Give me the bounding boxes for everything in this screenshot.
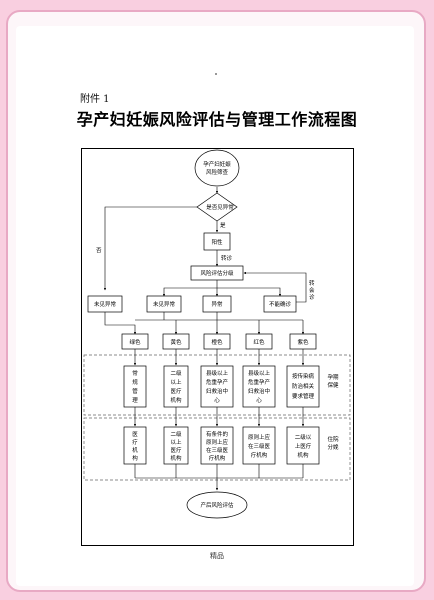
- category-box: [146, 295, 182, 313]
- management-text: 危重孕产: [206, 378, 229, 386]
- delivery-text: 以上: [170, 438, 182, 446]
- delivery-box: [200, 426, 234, 465]
- delivery-text: 在三级医: [206, 446, 229, 454]
- management-text: 危重孕产: [248, 378, 271, 386]
- page-dot: [215, 73, 217, 75]
- start-node: [194, 149, 240, 187]
- assessment-label: 风险评估分级: [200, 269, 234, 277]
- management-text: 妇救治中: [248, 387, 270, 395]
- management-text: 管: [132, 387, 138, 395]
- management-text: 心: [256, 397, 262, 404]
- management-text: 理: [132, 397, 138, 404]
- management-text: 机构: [170, 396, 182, 404]
- refer-label: 转诊: [221, 254, 233, 262]
- end-label: 产后风险评估: [200, 501, 234, 509]
- color-label: 紫色: [297, 338, 309, 346]
- management-box: [123, 365, 147, 408]
- delivery-text: 二级: [170, 430, 182, 438]
- delivery-text: 疗机构: [251, 451, 268, 459]
- category-box: [202, 295, 232, 313]
- reassess-label: 转: [309, 279, 315, 287]
- category-box: [87, 295, 123, 313]
- management-box: [200, 365, 234, 408]
- section-label-delivery: 住院: [327, 435, 339, 443]
- color-label: 绿色: [129, 338, 141, 346]
- start-label-line: 风险筛查: [206, 168, 229, 176]
- delivery-text: 构: [132, 454, 138, 462]
- management-text: 规: [132, 378, 138, 386]
- positive-node: [203, 232, 231, 251]
- delivery-text: 原则上应: [248, 433, 271, 441]
- assessment-node: [190, 265, 244, 281]
- section-label-pregnancy: 保健: [327, 381, 339, 389]
- color-label: 黄色: [170, 338, 182, 346]
- management-text: 医疗: [170, 387, 182, 395]
- delivery-text: 疗机构: [209, 454, 226, 462]
- delivery-row: 医 疗 机 构 二级 以上 医疗 机构 有条件的 原则上应 在三级医 疗机构 原…: [123, 426, 320, 465]
- end-node: [186, 491, 248, 519]
- management-text: 县级以上: [248, 369, 271, 377]
- management-text: 妇救治中: [206, 387, 228, 395]
- management-text: 二级: [170, 369, 182, 377]
- management-text: 按传染病: [292, 372, 315, 380]
- start-label-line: 孕产妇妊娠: [203, 160, 231, 168]
- delivery-text: 在三级医: [248, 442, 271, 450]
- color-box: [162, 333, 190, 350]
- reassess-label: 会: [309, 286, 315, 294]
- connectors: [103, 187, 307, 491]
- page-title: 孕产妇妊娠风险评估与管理工作流程图: [76, 110, 358, 129]
- delivery-text: 上医疗: [295, 442, 312, 450]
- delivery-text: 有条件的: [206, 430, 229, 438]
- delivery-text: 疗: [132, 438, 138, 446]
- category-label: 未见异常: [153, 300, 176, 308]
- color-box: [121, 333, 149, 350]
- management-text: 要求管理: [292, 392, 315, 400]
- reassess-label: 诊: [309, 293, 315, 301]
- yes-label: 是: [220, 222, 226, 229]
- category-label: 异常: [211, 300, 223, 308]
- delivery-box: [163, 426, 189, 465]
- page-footer: 精品: [210, 552, 224, 560]
- color-box: [289, 333, 317, 350]
- management-box: [286, 365, 320, 408]
- color-box: [245, 333, 273, 350]
- delivery-text: 医: [132, 431, 138, 438]
- management-text: 以上: [170, 378, 182, 386]
- positive-label: 阳性: [211, 238, 223, 246]
- delivery-text: 机: [132, 446, 138, 454]
- delivery-box: [123, 426, 147, 465]
- delivery-text: 机构: [297, 451, 309, 459]
- management-text: 县级以上: [206, 369, 229, 377]
- management-box: [163, 365, 189, 408]
- category-row: 未见异常 未见异常 异常 不能确诊: [87, 295, 297, 313]
- section-label-pregnancy: 孕期: [327, 374, 339, 381]
- delivery-box: [286, 426, 320, 465]
- category-label: 不能确诊: [269, 300, 292, 308]
- delivery-text: 机构: [170, 454, 182, 462]
- delivery-text: 医疗: [170, 446, 182, 454]
- decision-node: [196, 192, 238, 222]
- annex-label: 附件 1: [80, 94, 110, 105]
- management-row: 常 规 管 理 二级 以上 医疗 机构 县级以上 危重孕产 妇救治中 心 县级以…: [123, 365, 320, 408]
- section-label-delivery: 分娩: [327, 443, 339, 451]
- management-text: 心: [214, 397, 220, 404]
- color-label: 橙色: [211, 338, 223, 346]
- management-box: [242, 365, 276, 408]
- management-text: 防治相关: [292, 382, 315, 390]
- no-label: 否: [96, 247, 102, 254]
- category-box: [263, 295, 297, 313]
- management-text: 常: [132, 369, 138, 377]
- color-label: 红色: [253, 338, 265, 346]
- flowchart-border: [81, 148, 354, 546]
- delivery-box: [242, 426, 276, 465]
- category-label: 未见异常: [94, 300, 117, 308]
- color-row: 绿色 黄色 橙色 红色 紫色: [121, 333, 317, 350]
- delivery-text: 原则上应: [206, 438, 229, 446]
- color-box: [203, 333, 231, 350]
- delivery-text: 二级以: [295, 433, 312, 441]
- decision-label: 是否见异常: [206, 203, 234, 211]
